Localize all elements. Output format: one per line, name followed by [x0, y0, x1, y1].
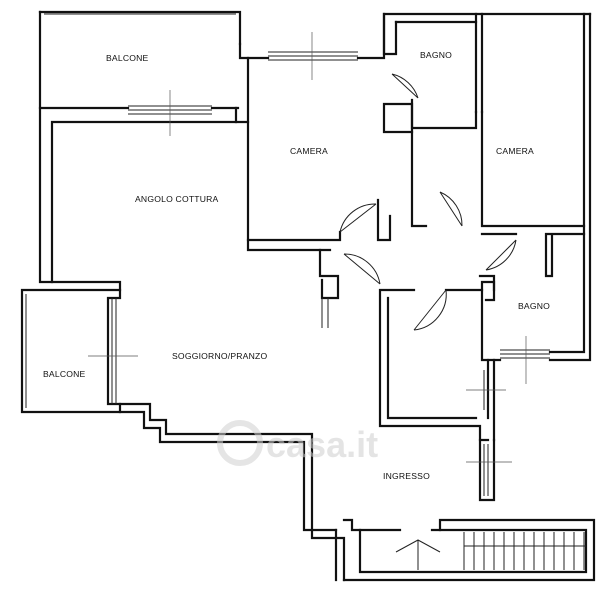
window-balcony-left — [25, 294, 138, 408]
door-storage — [413, 289, 447, 331]
wall-kitchen-corner — [234, 106, 250, 124]
windows — [25, 32, 550, 496]
wall-stairs-box — [342, 518, 596, 582]
window-camera-left — [268, 32, 358, 80]
wall-corridor-top — [376, 198, 392, 242]
wall-camera-top — [246, 12, 592, 60]
wall-bagno-right-outer — [548, 224, 586, 354]
wall-camera-right-box — [480, 12, 586, 228]
label-camera-right: CAMERA — [496, 146, 534, 156]
wall-exterior-right — [548, 12, 592, 362]
door-corridor — [343, 253, 381, 285]
watermark-logo-icon — [217, 420, 263, 466]
wall-balcony-top — [38, 10, 242, 46]
label-balcone-top: BALCONE — [106, 53, 149, 63]
door-camera-right — [439, 191, 463, 227]
label-angolo-cottura: ANGOLO COTTURA — [135, 194, 219, 204]
wall-bagno-right-door — [478, 274, 496, 292]
wall-balcony-left — [20, 288, 122, 414]
label-ingresso: INGRESSO — [383, 471, 430, 481]
window-balcony-top — [128, 90, 212, 136]
wall-camera-left-bottom — [246, 230, 342, 242]
label-balcone-left: BALCONE — [43, 369, 86, 379]
door-bagno-right — [485, 239, 517, 271]
wall-bagno-top-inner — [394, 20, 478, 114]
wall-entrance-left — [334, 518, 402, 582]
wall-bagno-top-bottom — [410, 98, 478, 130]
window-ingresso-lower — [466, 444, 512, 496]
stairs — [395, 532, 586, 570]
wall-soggiorno-top-left — [50, 280, 122, 292]
wall-bagno-top-left — [382, 12, 398, 56]
walls — [20, 10, 596, 582]
window-ingresso-upper — [466, 370, 506, 410]
wall-camera-right-left — [410, 130, 428, 228]
watermark-text: casa.it — [266, 424, 378, 465]
wall-bagno-right-top — [544, 232, 586, 278]
wall-soggiorno-bottom — [118, 402, 346, 582]
entrance-arrow-icon — [395, 539, 441, 570]
label-camera-left: CAMERA — [290, 146, 328, 156]
label-bagno-top: BAGNO — [420, 50, 452, 60]
doors — [321, 73, 517, 331]
wall-bagno-right-left — [480, 280, 502, 362]
window-bagno-right — [500, 336, 550, 384]
wall-bagno-top-right — [474, 12, 484, 114]
wall-storage — [378, 288, 490, 442]
door-camera-left — [339, 203, 377, 233]
watermark: casa.it — [217, 420, 378, 466]
label-bagno-right: BAGNO — [518, 301, 550, 311]
label-soggiorno: SOGGIORNO/PRANZO — [172, 351, 267, 361]
pillar-corridor — [318, 248, 340, 300]
wall-stairs-inner — [358, 528, 588, 574]
door-bagno-top — [391, 73, 419, 99]
room-labels: BALCONE BAGNO CAMERA CAMERA ANGOLO COTTU… — [43, 50, 550, 481]
wall-soggiorno-bottom-inner — [118, 410, 338, 532]
wall-ingresso-right — [478, 438, 496, 502]
pillar-center — [382, 102, 414, 134]
